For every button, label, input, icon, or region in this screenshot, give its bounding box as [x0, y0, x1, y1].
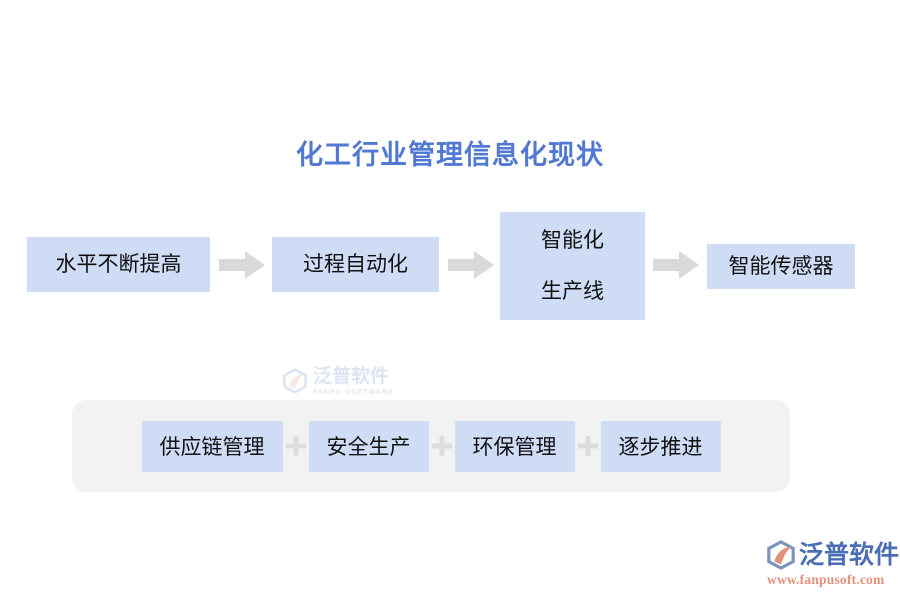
bottom-chip-label: 环保管理 [472, 436, 557, 459]
center-watermark: 泛普软件 FANPU SOFTWARE [282, 360, 402, 402]
bottom-chip-label: 安全生产 [326, 436, 411, 459]
corner-logo-name-cn: 泛普软件 [799, 540, 900, 569]
fanpu-logo-mark-icon [282, 368, 308, 394]
corner-brand-logo: 泛普软件 www.fanpusoft.com [766, 540, 899, 587]
plus-separator-icon-2 [429, 421, 455, 472]
bottom-chip-1[interactable]: 供应链管理 [141, 420, 283, 472]
watermark-text-block: 泛普软件 FANPU SOFTWARE [313, 367, 394, 396]
flow-step-label: 智能传感器 [728, 254, 834, 278]
bottom-chip-4[interactable]: 逐步推进 [600, 420, 721, 472]
watermark-name-en: FANPU SOFTWARE [313, 388, 394, 396]
flow-step-label: 水平不断提高 [55, 252, 182, 276]
watermark-name-cn: 泛普软件 [313, 365, 390, 387]
flow-step-box-3[interactable]: 智能化 生产线 [500, 212, 645, 320]
corner-logo-row: 泛普软件 [766, 540, 899, 570]
flow-step-label-line1: 智能化 [541, 228, 604, 252]
flow-arrow-right-icon-1 [219, 249, 265, 281]
flow-step-box-2[interactable]: 过程自动化 [272, 237, 439, 292]
plus-separator-icon-1 [283, 421, 309, 472]
flow-arrow-right-icon-3 [653, 249, 699, 281]
page-title: 化工行业管理信息化现状 [296, 140, 604, 170]
process-flow-row: 水平不断提高 过程自动化 智能化 生产线 智能传感器 [0, 205, 900, 325]
flow-step-box-1[interactable]: 水平不断提高 [27, 237, 210, 292]
bottom-group-items: 供应链管理 安全生产 环保管理 [72, 400, 790, 492]
bottom-chip-label: 逐步推进 [618, 436, 703, 459]
bottom-chip-3[interactable]: 环保管理 [454, 420, 575, 472]
plus-separator-icon-3 [575, 421, 601, 472]
flow-step-label-line2: 生产线 [541, 280, 604, 303]
bottom-group-panel: 供应链管理 安全生产 环保管理 [72, 400, 790, 492]
flow-step-label: 过程自动化 [303, 252, 408, 276]
corner-logo-url: www.fanpusoft.com [767, 572, 885, 587]
flow-step-box-4[interactable]: 智能传感器 [707, 244, 855, 289]
bottom-chip-label: 供应链管理 [159, 436, 265, 459]
fanpu-logo-mark-icon [766, 540, 796, 570]
bottom-chip-2[interactable]: 安全生产 [308, 420, 429, 472]
flow-arrow-right-icon-2 [448, 249, 494, 281]
